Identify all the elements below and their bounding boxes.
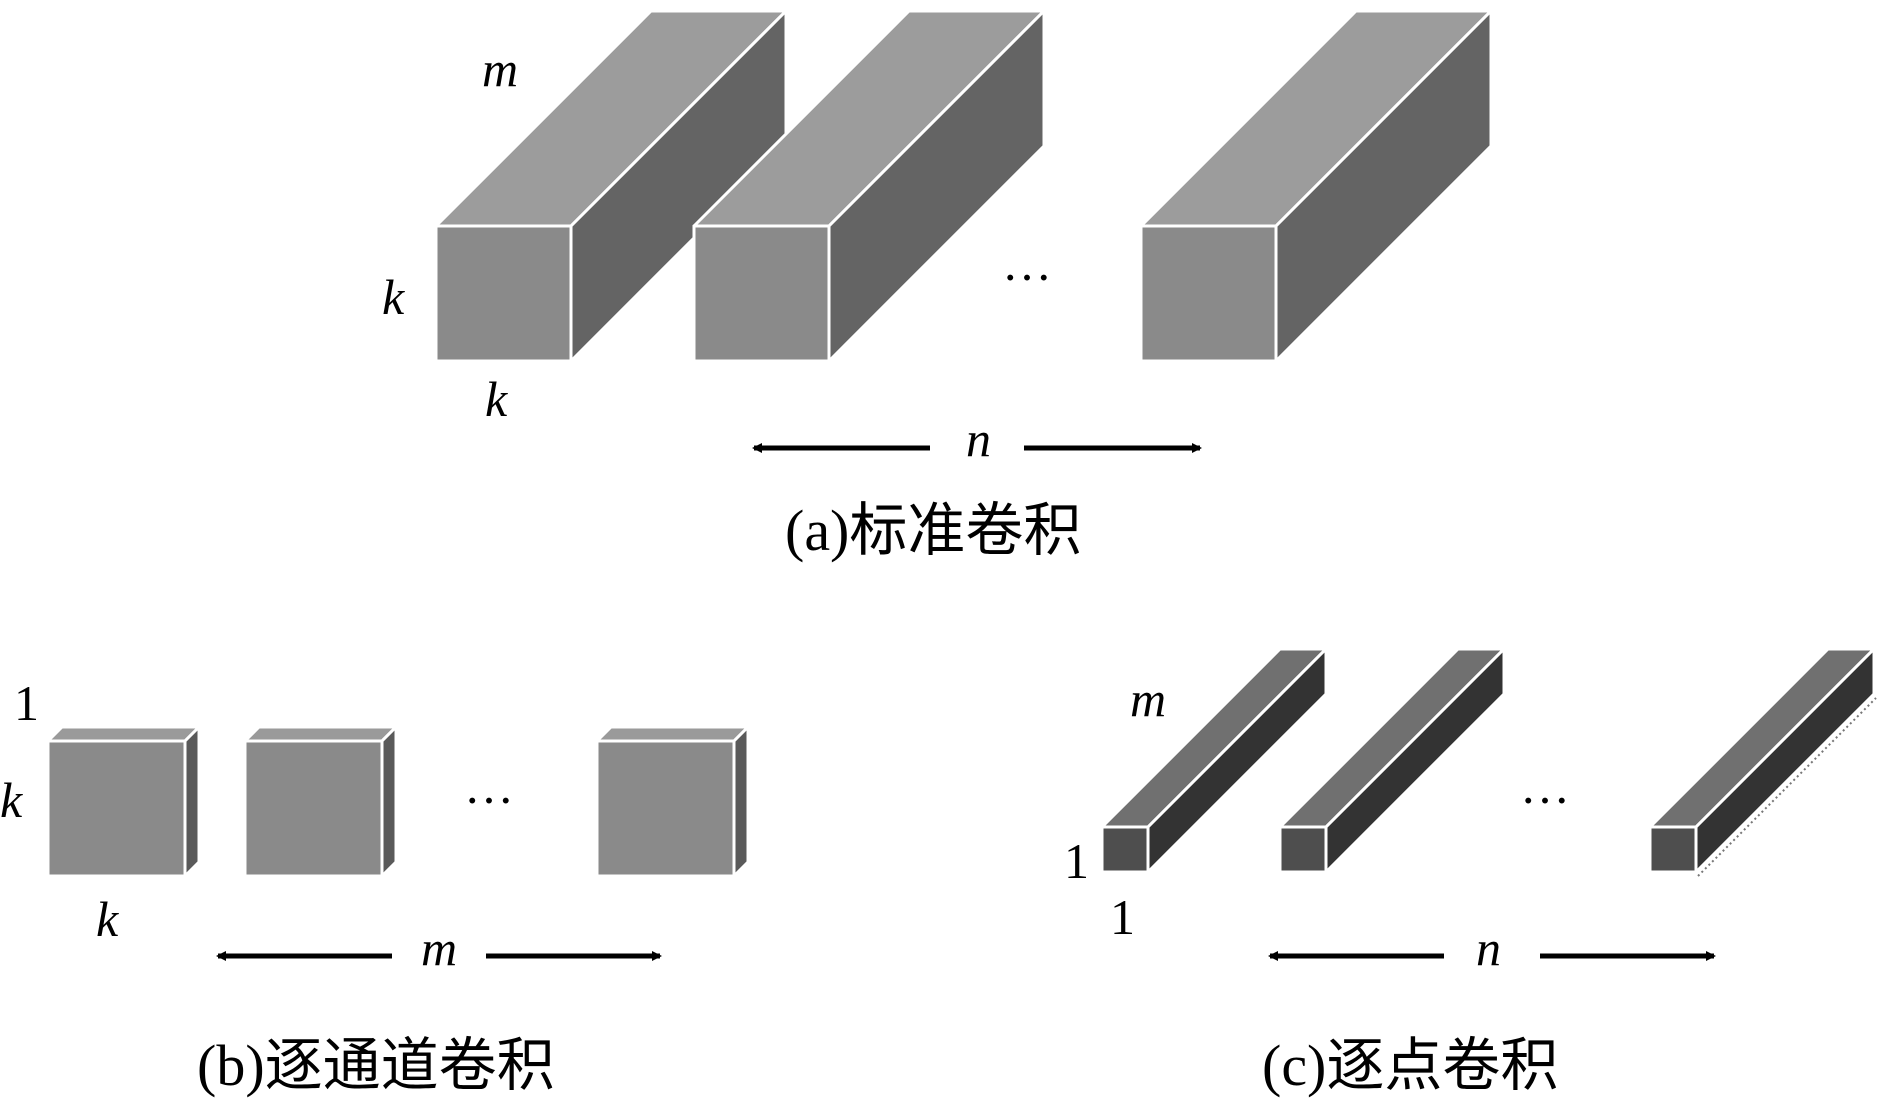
label-b-count: m (421, 920, 457, 976)
kernel-b2-front (243, 739, 384, 878)
kernel-b1-front (46, 739, 187, 878)
kernel-a2-front (692, 224, 831, 363)
label-b-height: k (0, 772, 23, 828)
kernel-an-front (1139, 224, 1278, 363)
label-c-height: 1 (1064, 833, 1089, 889)
panel-a: m k k … n (a)标准卷积 (382, 9, 1493, 563)
label-a-count: n (966, 411, 991, 467)
panel-b: 1 k k … m (b)逐通道卷积 (0, 675, 750, 1098)
kernel-a1 (434, 9, 788, 363)
label-c-depth: m (1130, 671, 1166, 727)
kernel-c1-front (1100, 825, 1150, 874)
kernel-c2-front (1278, 825, 1328, 874)
label-b-depth: 1 (14, 675, 39, 731)
kernel-bm (595, 725, 750, 878)
kernel-cn-front (1648, 825, 1698, 874)
ellipsis-c: … (1520, 758, 1570, 814)
label-c-width: 1 (1110, 889, 1135, 945)
caption-c: (c)逐点卷积 (1262, 1033, 1558, 1098)
ellipsis-a: … (1002, 235, 1052, 291)
label-b-width: k (96, 891, 119, 947)
kernel-bm-front (595, 739, 736, 878)
kernel-c2 (1278, 647, 1506, 874)
kernel-c1 (1100, 647, 1328, 874)
kernel-cn-dotted-edge (1697, 697, 1877, 877)
panel-c: m 1 1 … n (c)逐点卷积 (1064, 647, 1877, 1098)
kernel-an (1139, 9, 1493, 363)
kernel-a2 (692, 9, 1046, 363)
kernel-cn (1648, 647, 1877, 877)
label-a-width: k (485, 371, 508, 427)
kernel-bm-top (595, 725, 750, 743)
caption-b: (b)逐通道卷积 (197, 1033, 555, 1098)
label-a-depth: m (482, 41, 518, 97)
kernel-bm-side (732, 725, 750, 878)
label-c-count: n (1476, 920, 1501, 976)
kernel-b1 (46, 725, 201, 878)
ellipsis-b: … (464, 758, 514, 814)
label-a-height: k (382, 269, 405, 325)
kernel-b2-side (380, 725, 398, 878)
caption-a: (a)标准卷积 (785, 498, 1081, 563)
kernel-b1-side (183, 725, 201, 878)
kernel-a1-front (434, 224, 573, 363)
kernel-b2 (243, 725, 398, 878)
kernel-b1-top (46, 725, 201, 743)
kernel-b2-top (243, 725, 398, 743)
